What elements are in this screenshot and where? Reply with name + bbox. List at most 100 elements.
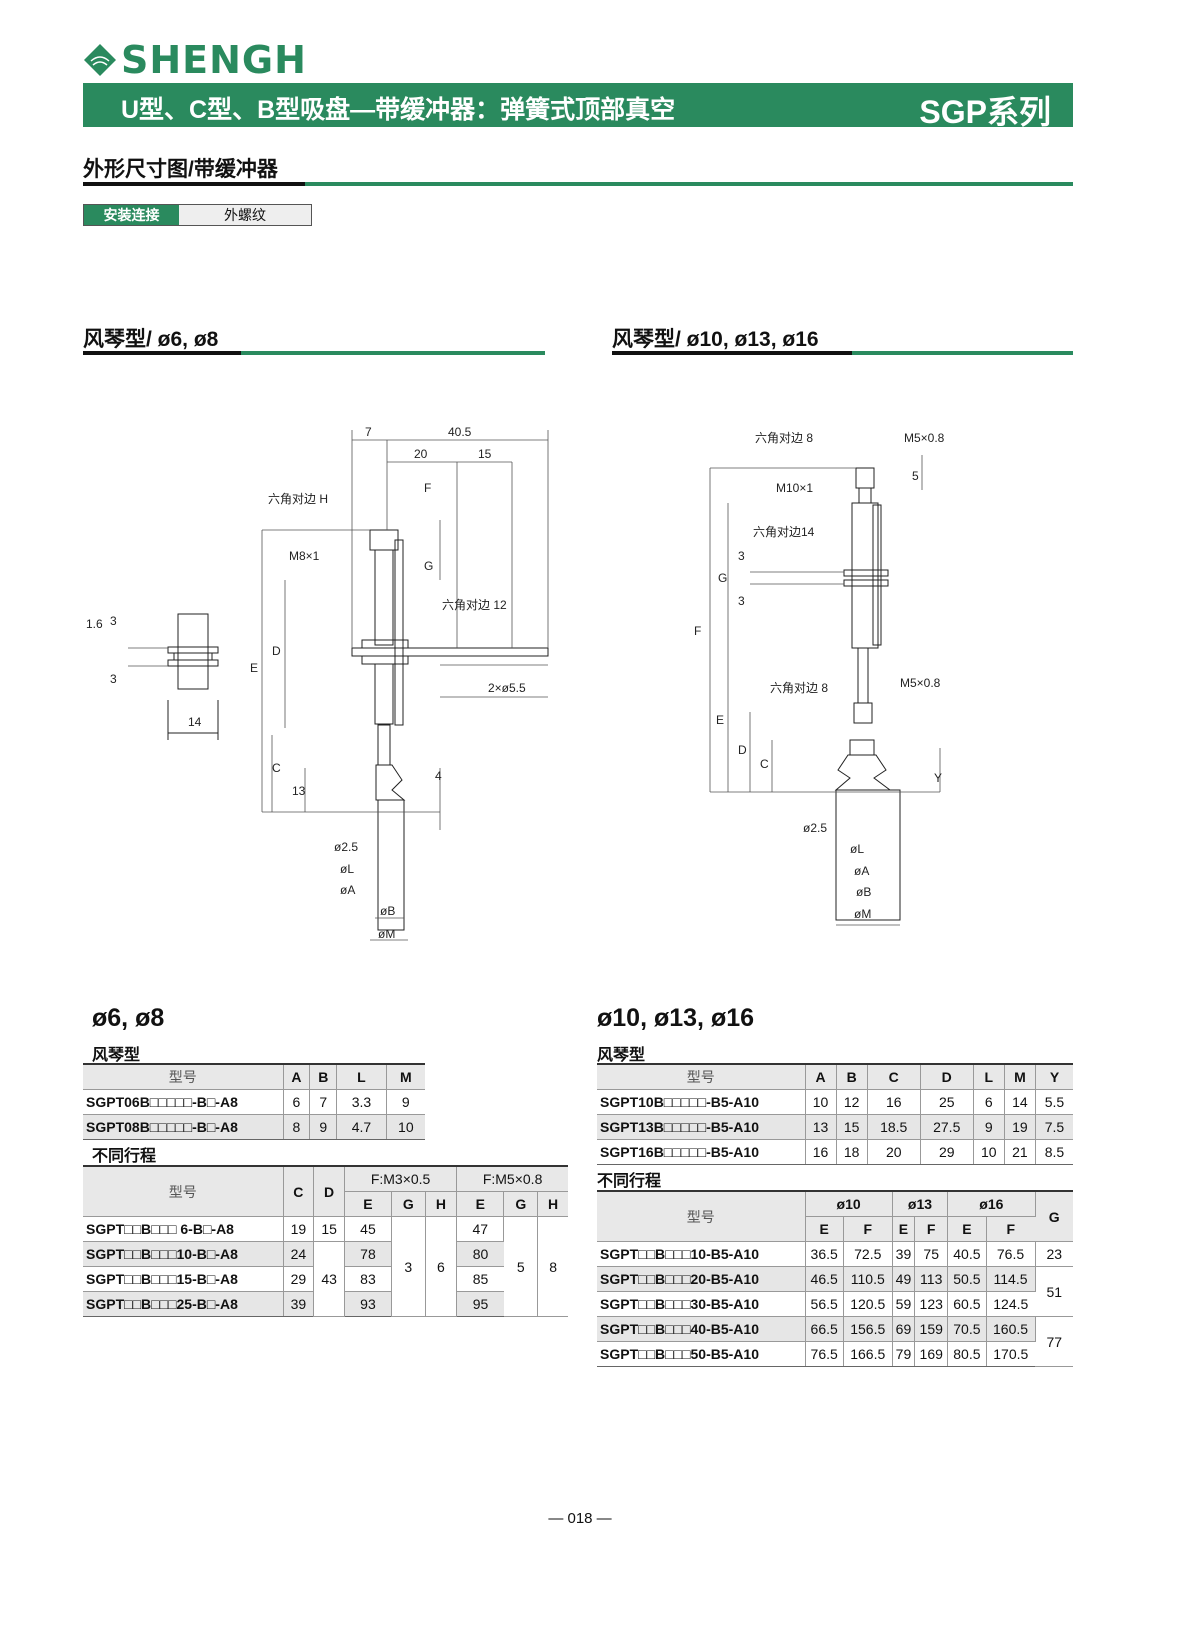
table-cell: 9: [309, 1114, 338, 1140]
col-header: A: [805, 1063, 837, 1090]
label-dia-l: øL: [850, 842, 864, 856]
label-dia-l: øL: [340, 862, 354, 876]
table-cell: 36.5: [805, 1241, 844, 1267]
col-header: 型号: [597, 1063, 806, 1090]
right-dimension-drawing: 六角对边 8 M5×0.8 5 M10×1 六角对边14 3 3 G F 六角对…: [694, 431, 945, 926]
table-cell: 9: [386, 1089, 425, 1115]
dim-40-5: 40.5: [448, 425, 472, 439]
table-cell: 13: [805, 1114, 837, 1140]
col-g: G: [1035, 1190, 1073, 1242]
table-cell: 4.7: [336, 1114, 387, 1140]
left-dimension-drawing: 7 40.5 20 15 六角对边 H F M8×1 G 六角对边 12 E D…: [86, 425, 549, 941]
cell-e: 47: [456, 1216, 505, 1242]
col-model: 型号: [83, 1063, 284, 1090]
col-e: E: [456, 1191, 505, 1217]
table-cell: 169: [914, 1341, 949, 1367]
table-cell: 110.5: [843, 1266, 893, 1292]
table-cell: 166.5: [843, 1341, 893, 1367]
cell-d: 15: [313, 1216, 345, 1242]
label-hex-12: 六角对边 12: [442, 598, 507, 612]
col-f: F: [914, 1216, 949, 1242]
col-b: B: [309, 1063, 338, 1090]
label-d: D: [738, 743, 747, 757]
table-cell: 79: [892, 1341, 916, 1367]
side-view-nut: [167, 613, 219, 740]
col-f: F: [986, 1216, 1035, 1242]
col-header: L: [973, 1063, 1005, 1090]
table-cell: 76.5: [805, 1341, 844, 1367]
model-cell: SGPT10B□□□□□-B5-A10: [597, 1089, 806, 1115]
page-title: U型、C型、B型吸盘—带缓冲器：弹簧式顶部真空: [121, 96, 676, 124]
col-g: G: [391, 1191, 426, 1217]
label-y: Y: [934, 771, 942, 785]
cell-g: 3: [391, 1216, 426, 1317]
label-f: F: [694, 624, 701, 638]
model-cell: SGPT□□B□□□10-B□-A8: [83, 1241, 284, 1267]
table-cell: 14: [1004, 1089, 1036, 1115]
cell-c: 29: [283, 1266, 315, 1292]
table-cell: 15: [836, 1114, 868, 1140]
label-dia-2-5: ø2.5: [803, 821, 827, 835]
label-d: D: [272, 644, 281, 658]
table-cell: 10: [973, 1139, 1005, 1165]
col-h: H: [425, 1191, 458, 1217]
main-body: [834, 467, 901, 921]
col-c: C: [283, 1165, 315, 1217]
model-cell: SGPT06B□□□□□-B□-A8: [83, 1089, 284, 1115]
table-cell: 39: [892, 1241, 916, 1267]
table-cell: 160.5: [986, 1316, 1036, 1342]
table-cell: 8.5: [1035, 1139, 1073, 1165]
table-cell: 16: [805, 1139, 837, 1165]
table-cell: 49: [892, 1266, 916, 1292]
left-underline: [83, 351, 545, 355]
col-f: F: [843, 1216, 893, 1242]
col-group-d16: ø16: [947, 1190, 1036, 1217]
label-dia-a: øA: [340, 883, 355, 897]
table-cell: 10: [386, 1114, 425, 1140]
label-f: F: [424, 481, 431, 495]
label-g: G: [424, 559, 433, 573]
dim-2x5-5: 2×ø5.5: [488, 681, 526, 695]
table-cell: 7.5: [1035, 1114, 1073, 1140]
left-size-title: ø6, ø8: [92, 1004, 165, 1032]
table-cell: 80.5: [947, 1341, 987, 1367]
model-cell: SGPT□□B□□□10-B5-A10: [597, 1241, 806, 1267]
cell-g: 77: [1035, 1316, 1073, 1367]
logo-text: SHENGH: [121, 38, 307, 82]
col-header: B: [836, 1063, 868, 1090]
right-table1-title: 风琴型: [597, 1047, 646, 1064]
model-cell: SGPT08B□□□□□-B□-A8: [83, 1114, 284, 1140]
label-c: C: [272, 761, 281, 775]
cell-d: 43: [313, 1241, 345, 1317]
table-cell: 40.5: [947, 1241, 987, 1267]
label-m5-bottom: M5×0.8: [900, 676, 941, 690]
label-hex-8-bottom: 六角对边 8: [770, 681, 828, 695]
col-h: H: [537, 1191, 568, 1217]
table-cell: 156.5: [843, 1316, 893, 1342]
cell-e: 95: [456, 1291, 504, 1317]
dimension-lines: [128, 430, 549, 941]
label-dia-m: øM: [854, 907, 871, 921]
cell-e: 93: [344, 1291, 392, 1317]
model-cell: SGPT13B□□□□□-B5-A10: [597, 1114, 806, 1140]
cell-c: 24: [283, 1241, 315, 1267]
logo-icon: [84, 44, 116, 76]
table-cell: 76.5: [986, 1241, 1036, 1267]
col-l: L: [336, 1063, 387, 1090]
table-cell: 10: [805, 1089, 837, 1115]
col-group-m5: F:M5×0.8: [456, 1165, 568, 1192]
model-cell: SGPT□□B□□□25-B□-A8: [83, 1291, 284, 1317]
dim-3-bottom: 3: [738, 594, 745, 608]
col-header: M: [1004, 1063, 1036, 1090]
model-cell: SGPT□□B□□□ 6-B□-A8: [83, 1216, 284, 1242]
label-m8: M8×1: [289, 549, 320, 563]
